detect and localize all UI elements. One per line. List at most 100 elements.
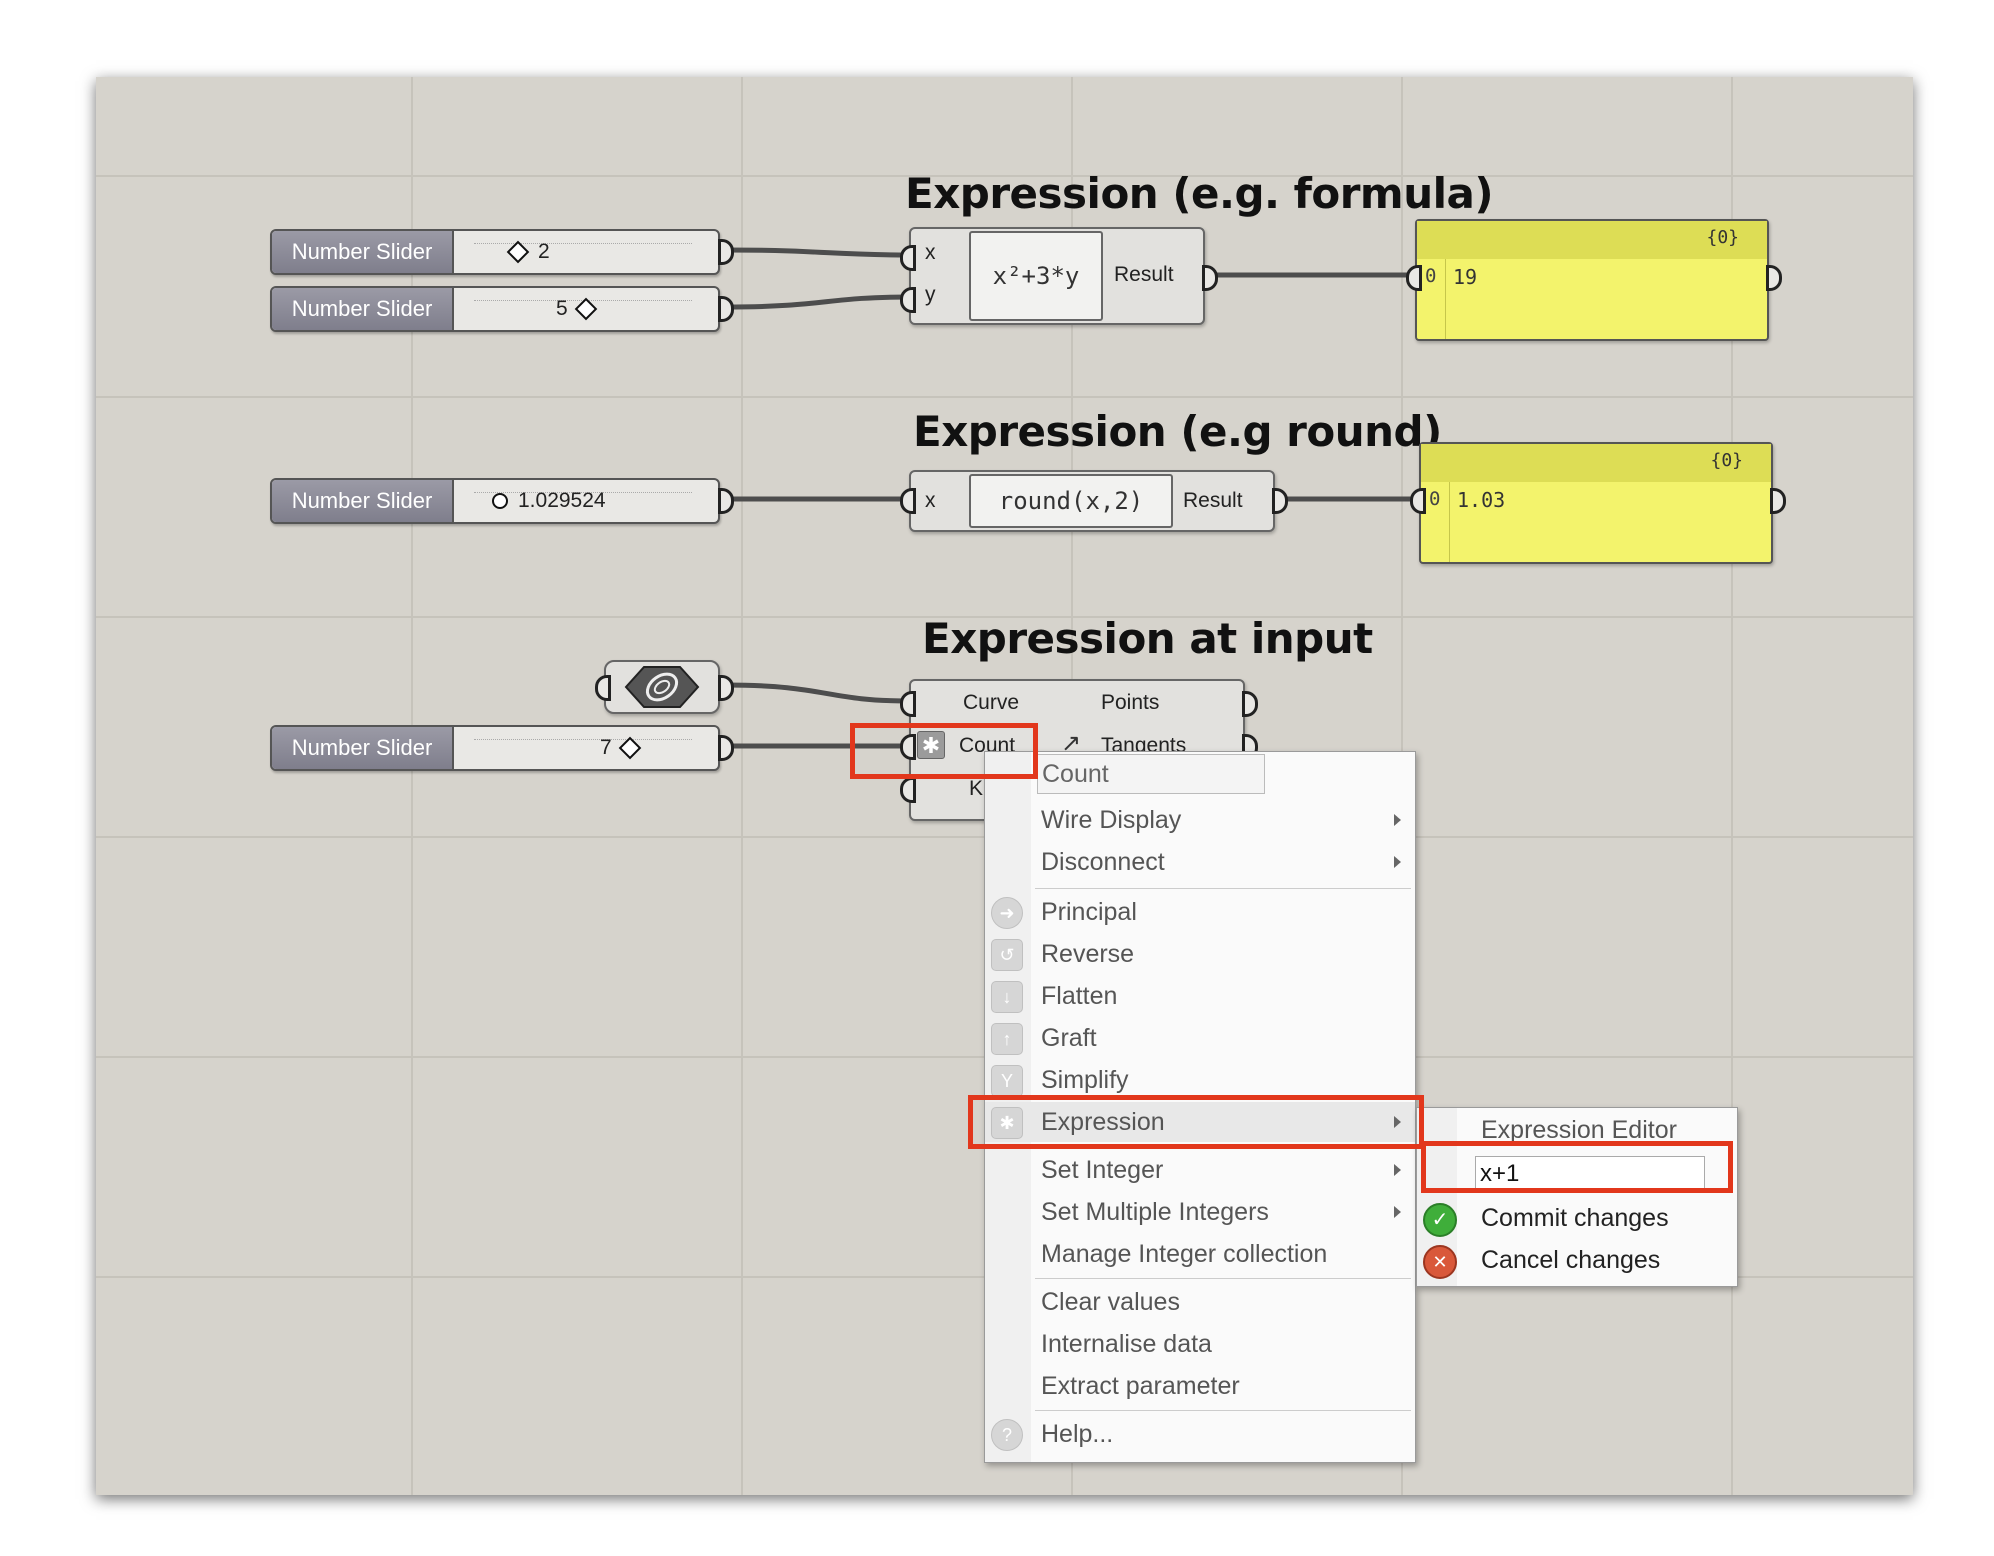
menu-item-set-multiple-integers[interactable]: Set Multiple Integers — [985, 1192, 1415, 1232]
menu-item-label: Set Integer — [1041, 1156, 1164, 1184]
number-slider-2[interactable]: Number Slider 5 — [270, 286, 720, 332]
input-grip[interactable] — [900, 777, 916, 803]
input-grip[interactable] — [900, 287, 916, 313]
slider-track[interactable]: 5 — [456, 288, 710, 330]
param-name-field[interactable]: Count — [1037, 754, 1265, 794]
input-grip[interactable] — [1410, 488, 1426, 514]
crv-param-icon — [624, 666, 700, 708]
output-points-label[interactable]: Points — [1101, 691, 1160, 714]
menu-item-reverse[interactable]: ↺Reverse — [985, 934, 1415, 974]
menu-item-graft[interactable]: ↑ Graft — [985, 1018, 1415, 1058]
title-formula: Expression (e.g. formula) — [905, 169, 1494, 218]
slider-name: Number Slider — [272, 231, 454, 273]
input-curve-label[interactable]: Curve — [963, 691, 1020, 714]
expression-component-formula[interactable]: x y x²+3*y Result — [909, 227, 1205, 325]
menu-item-wire-display[interactable]: Wire Display — [985, 800, 1415, 840]
slider-track[interactable]: 2 — [456, 231, 710, 273]
panel-value: 1.03 — [1457, 488, 1506, 512]
slider-value: 1.029524 — [518, 489, 606, 512]
panel-path: {0} — [1710, 450, 1743, 471]
menu-item-expression-editor[interactable]: Expression Editor — [1417, 1110, 1737, 1150]
output-grip[interactable] — [1202, 265, 1218, 291]
slider-track[interactable]: 7 — [456, 727, 710, 769]
output-grip[interactable] — [1766, 265, 1782, 291]
input-x-label[interactable]: x — [925, 241, 936, 264]
panel-round-output[interactable]: {0} 0 1.03 — [1419, 442, 1773, 564]
number-slider-3[interactable]: Number Slider 1.029524 — [270, 478, 720, 524]
curve-parameter[interactable] — [604, 660, 720, 714]
menu-item-label: Help... — [1041, 1420, 1114, 1448]
menu-item-manage-integer-collection[interactable]: Manage Integer collection — [985, 1234, 1415, 1274]
context-menu: Count Wire Display Disconnect ➜Principal… — [984, 751, 1416, 1463]
slider-ticks — [474, 739, 692, 746]
wires — [725, 247, 1413, 749]
menu-item-cancel-changes[interactable]: ✕ Cancel changes — [1417, 1240, 1737, 1280]
highlight-expression-item — [968, 1095, 1424, 1149]
slider-name: Number Slider — [272, 727, 454, 769]
input-grip[interactable] — [595, 675, 611, 701]
menu-item-disconnect[interactable]: Disconnect — [985, 842, 1415, 882]
slider-ticks — [474, 492, 692, 499]
menu-item-flatten[interactable]: ↓Flatten — [985, 976, 1415, 1016]
output-grip[interactable] — [718, 239, 734, 265]
menu-item-simplify[interactable]: Y Simplify — [985, 1060, 1415, 1100]
expression-submenu: Expression Editor x+1 ✓ Commit changes ✕… — [1416, 1107, 1738, 1287]
menu-separator — [1035, 888, 1411, 889]
menu-item-label: Simplify — [1041, 1066, 1129, 1094]
menu-item-expression[interactable]: ✱ Expression — [985, 1102, 1415, 1142]
title-input: Expression at input — [922, 614, 1373, 663]
slider-knob[interactable] — [492, 493, 508, 509]
output-grip[interactable] — [718, 735, 734, 761]
output-result-label[interactable]: Result — [1114, 263, 1174, 286]
menu-item-label: Clear values — [1041, 1288, 1180, 1316]
menu-item-label: Graft — [1041, 1024, 1097, 1052]
number-slider-4[interactable]: Number Slider 7 — [270, 725, 720, 771]
input-y-label[interactable]: y — [925, 283, 936, 306]
expression-icon: ✱ — [991, 1107, 1023, 1139]
slider-value: 7 — [600, 736, 612, 759]
panel-header — [1417, 221, 1767, 259]
commit-icon: ✓ — [1423, 1203, 1457, 1237]
graft-icon: ↑ — [991, 1023, 1023, 1055]
menu-item-clear-values[interactable]: Clear values — [985, 1282, 1415, 1322]
menu-item-label: Extract parameter — [1041, 1372, 1240, 1400]
input-grip[interactable] — [900, 488, 916, 514]
menu-item-set-integer[interactable]: Set Integer — [985, 1150, 1415, 1190]
output-grip[interactable] — [718, 488, 734, 514]
grasshopper-canvas[interactable]: Expression (e.g. formula) Expression (e.… — [96, 77, 1913, 1495]
help-icon: ? — [991, 1419, 1023, 1451]
menu-separator — [1035, 1410, 1411, 1411]
slider-ticks — [474, 243, 692, 250]
input-x-label[interactable]: x — [925, 489, 936, 512]
input-k-label[interactable]: K — [969, 777, 984, 800]
output-grip[interactable] — [718, 296, 734, 322]
slider-track[interactable]: 1.029524 — [456, 480, 710, 522]
input-grip[interactable] — [1406, 265, 1422, 291]
input-grip[interactable] — [900, 734, 916, 760]
menu-item-help[interactable]: ? Help... — [985, 1414, 1415, 1454]
principal-icon: ➜ — [991, 897, 1023, 929]
slider-name: Number Slider — [272, 288, 454, 330]
expression-text[interactable]: round(x,2) — [969, 474, 1173, 528]
output-result-label[interactable]: Result — [1183, 489, 1243, 512]
canvas-grid — [96, 77, 1913, 1495]
number-slider-1[interactable]: Number Slider 2 — [270, 229, 720, 275]
expression-text[interactable]: x²+3*y — [969, 231, 1103, 321]
output-grip[interactable] — [1272, 488, 1288, 514]
expression-component-round[interactable]: x round(x,2) Result — [909, 470, 1275, 532]
menu-item-label: Flatten — [1041, 982, 1118, 1010]
simplify-icon: Y — [991, 1065, 1023, 1097]
output-grip[interactable] — [718, 675, 734, 701]
panel-formula-output[interactable]: {0} 0 19 — [1415, 219, 1769, 341]
menu-item-extract-parameter[interactable]: Extract parameter — [985, 1366, 1415, 1406]
menu-item-principal[interactable]: ➜Principal — [985, 892, 1415, 932]
panel-header — [1421, 444, 1771, 482]
input-grip[interactable] — [900, 245, 916, 271]
menu-item-internalise-data[interactable]: Internalise data — [985, 1324, 1415, 1364]
menu-item-commit-changes[interactable]: ✓ Commit changes — [1417, 1198, 1737, 1238]
output-grip[interactable] — [1242, 691, 1258, 717]
output-grip[interactable] — [1770, 488, 1786, 514]
input-grip[interactable] — [900, 691, 916, 717]
menu-item-label: Expression — [1041, 1108, 1165, 1136]
menu-item-label: Disconnect — [1041, 848, 1165, 876]
